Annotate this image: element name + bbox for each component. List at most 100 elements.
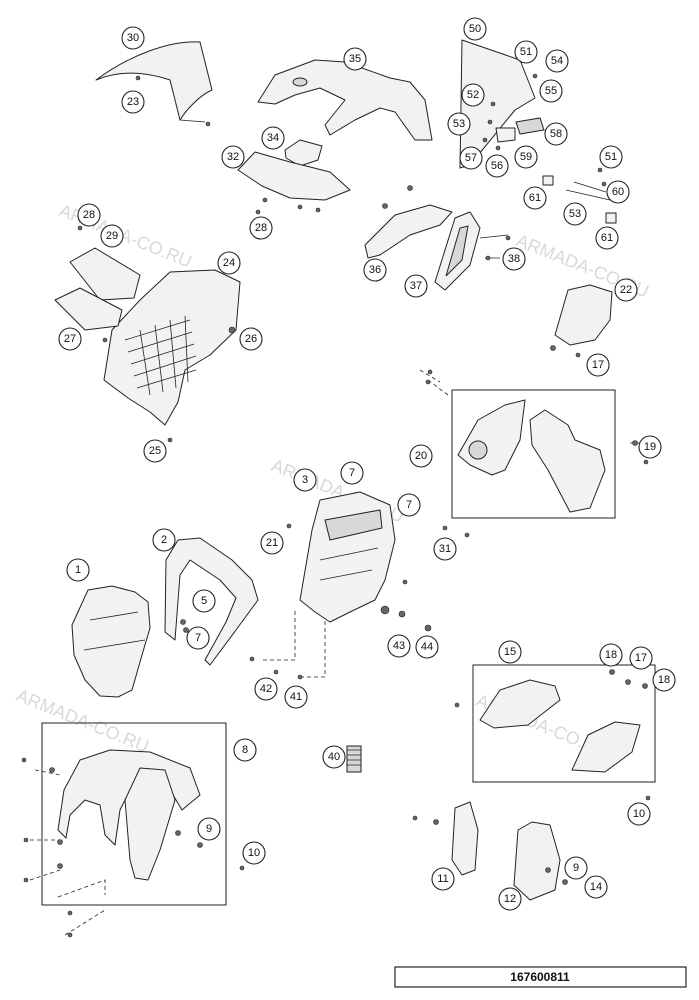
callout-number: 35 (349, 53, 361, 65)
callout-18: 18 (599, 643, 623, 667)
callout-35: 35 (343, 47, 367, 71)
callout-number: 56 (491, 160, 503, 172)
callout-number: 31 (439, 543, 451, 555)
part-shapes (41, 39, 656, 906)
callout-number: 7 (195, 632, 201, 644)
callout-number: 36 (369, 264, 381, 276)
callout-number: 37 (410, 280, 422, 292)
callout-30: 30 (121, 26, 145, 50)
callout-31: 31 (433, 537, 457, 561)
part-61-shape-a (542, 175, 554, 186)
callout-9: 9 (197, 817, 221, 841)
callout-25: 25 (143, 439, 167, 463)
callout-number: 32 (227, 151, 239, 163)
part-27-shape (54, 287, 123, 331)
callout-36: 36 (363, 258, 387, 282)
callout-number: 26 (245, 333, 257, 345)
callout-number: 43 (393, 640, 405, 652)
part-29-shape (69, 247, 141, 301)
callout-number: 59 (520, 151, 532, 163)
callout-number: 23 (127, 96, 139, 108)
part-8-shape-b (124, 767, 176, 881)
callout-15: 15 (498, 640, 522, 664)
part-11-shape (451, 801, 479, 876)
callout-number: 25 (149, 445, 161, 457)
callout-18: 18 (652, 668, 676, 692)
callout-60: 60 (606, 180, 630, 204)
callout-number: 58 (550, 128, 562, 140)
callout-number: 21 (266, 537, 278, 549)
callout-number: 10 (633, 808, 645, 820)
callout-number: 51 (520, 46, 532, 58)
callout-number: 61 (601, 232, 613, 244)
callout-50: 50 (463, 17, 487, 41)
callout-58: 58 (544, 122, 568, 146)
part-8-box (41, 722, 227, 906)
part-15-shape-a (479, 679, 561, 729)
callout-57: 57 (459, 146, 483, 170)
callout-number: 57 (465, 152, 477, 164)
part-15-shape-b (571, 721, 641, 773)
callout-10: 10 (242, 841, 266, 865)
callout-number: 34 (267, 132, 279, 144)
part-15-box (472, 664, 656, 783)
callout-28: 28 (249, 216, 273, 240)
callout-8: 8 (233, 738, 257, 762)
callout-29: 29 (100, 224, 124, 248)
part-24-shape (103, 269, 241, 426)
callout-number: 51 (605, 151, 617, 163)
callout-number: 30 (127, 32, 139, 44)
part-35-hole (292, 77, 308, 87)
callout-number: 9 (206, 823, 212, 835)
callout-number: 61 (529, 192, 541, 204)
callout-9: 9 (564, 856, 588, 880)
callout-number: 24 (223, 257, 235, 269)
callout-number: 20 (415, 450, 427, 462)
callout-41: 41 (284, 685, 308, 709)
diagram-code-frame (394, 966, 687, 988)
callout-number: 1 (75, 564, 81, 576)
callout-17: 17 (629, 646, 653, 670)
part-30-shape (95, 41, 213, 121)
diagram-code-box: 167600811 (394, 966, 687, 988)
callout-53: 53 (447, 112, 471, 136)
callout-number: 41 (290, 691, 302, 703)
callout-number: 18 (605, 649, 617, 661)
callout-number: 50 (469, 23, 481, 35)
callout-34: 34 (261, 126, 285, 150)
callout-7: 7 (397, 493, 421, 517)
callout-44: 44 (415, 635, 439, 659)
callout-number: 8 (242, 744, 248, 756)
fasteners (21, 52, 651, 938)
callout-number: 53 (453, 118, 465, 130)
callout-56: 56 (485, 154, 509, 178)
callout-17: 17 (586, 353, 610, 377)
callout-labels: 1 2 3 5 7 7 7 8 9 9 10 10 11 12 14 15 17… (58, 17, 676, 911)
callout-59: 59 (514, 145, 538, 169)
part-12-shape (513, 821, 561, 901)
callout-1: 1 (66, 558, 90, 582)
callout-number: 12 (504, 893, 516, 905)
callout-51: 51 (599, 145, 623, 169)
callout-51: 51 (514, 40, 538, 64)
callout-number: 2 (161, 534, 167, 546)
callout-43: 43 (387, 634, 411, 658)
callout-number: 19 (644, 441, 656, 453)
callout-26: 26 (239, 327, 263, 351)
callout-12: 12 (498, 887, 522, 911)
callout-7: 7 (186, 626, 210, 650)
part-34-shape (284, 139, 323, 167)
callout-19: 19 (638, 435, 662, 459)
callout-40: 40 (322, 745, 346, 769)
callout-61: 61 (523, 186, 547, 210)
callout-number: 7 (349, 467, 355, 479)
callout-number: 52 (467, 89, 479, 101)
part-2-shape (164, 537, 259, 666)
part-35-shape (257, 59, 433, 141)
callout-number: 11 (437, 873, 448, 885)
callout-number: 10 (248, 847, 260, 859)
callout-24: 24 (217, 251, 241, 275)
part-20-hole (468, 440, 488, 460)
callout-27: 27 (58, 327, 82, 351)
